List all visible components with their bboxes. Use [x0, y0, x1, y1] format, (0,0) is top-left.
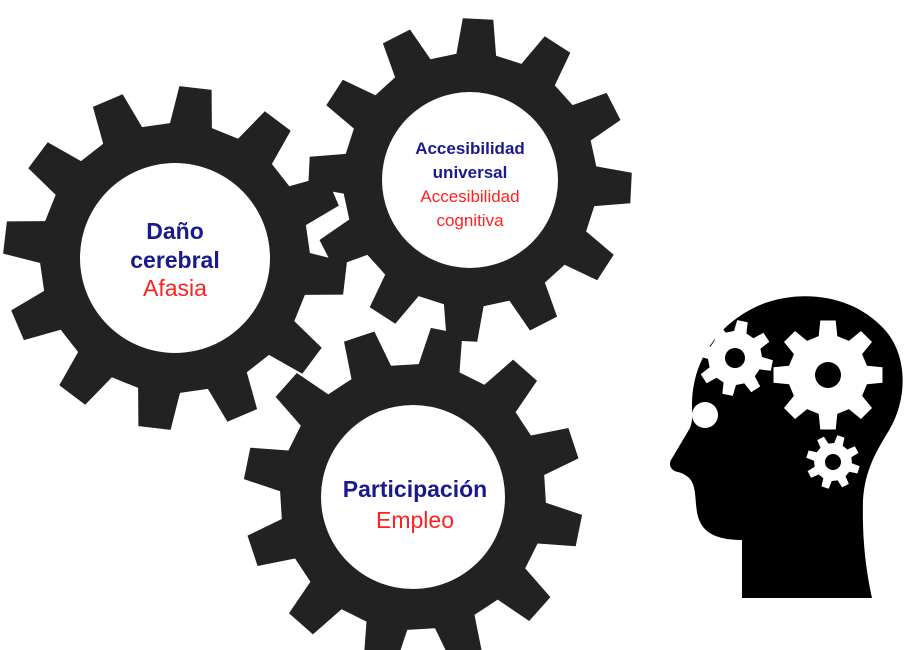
gear-bottom-line-2: Empleo [376, 507, 454, 533]
gear-top-line-1: Accesibilidad [415, 139, 525, 159]
thought-dot-icon [692, 402, 718, 428]
gear-bottom-line-1: Participación [342, 475, 488, 502]
gear-bottom-label: Participación Empleo [310, 465, 520, 545]
gear-hub [725, 348, 745, 368]
gear-hub [80, 163, 270, 353]
gear-hub [382, 92, 558, 268]
gear-participation-icon [243, 327, 583, 650]
gear-left-line-2: cerebral [130, 246, 220, 273]
gear-top-line-4: cognitiva [436, 210, 504, 230]
gear-accessibility-icon [308, 18, 632, 342]
large-gear-icon [773, 320, 883, 430]
gear-top-line-2: universal [432, 163, 508, 183]
gear-top-line-3: Accesibilidad [420, 187, 520, 206]
gear-hub [321, 405, 505, 589]
gear-hub [825, 454, 841, 470]
gear-left-line-3: Afasia [143, 275, 207, 302]
gear-top-label: Accesibilidad universal Accesibilidad co… [385, 125, 555, 245]
gear-left-label: Daño cerebral Afasia [100, 195, 250, 325]
gear-damage-icon [3, 86, 347, 430]
small-gear-icon [806, 435, 860, 489]
gear-left-line-1: Daño [146, 217, 204, 244]
small-gear-icon [697, 320, 773, 396]
gear-hub [815, 362, 841, 388]
head-with-gears-icon [669, 296, 903, 598]
